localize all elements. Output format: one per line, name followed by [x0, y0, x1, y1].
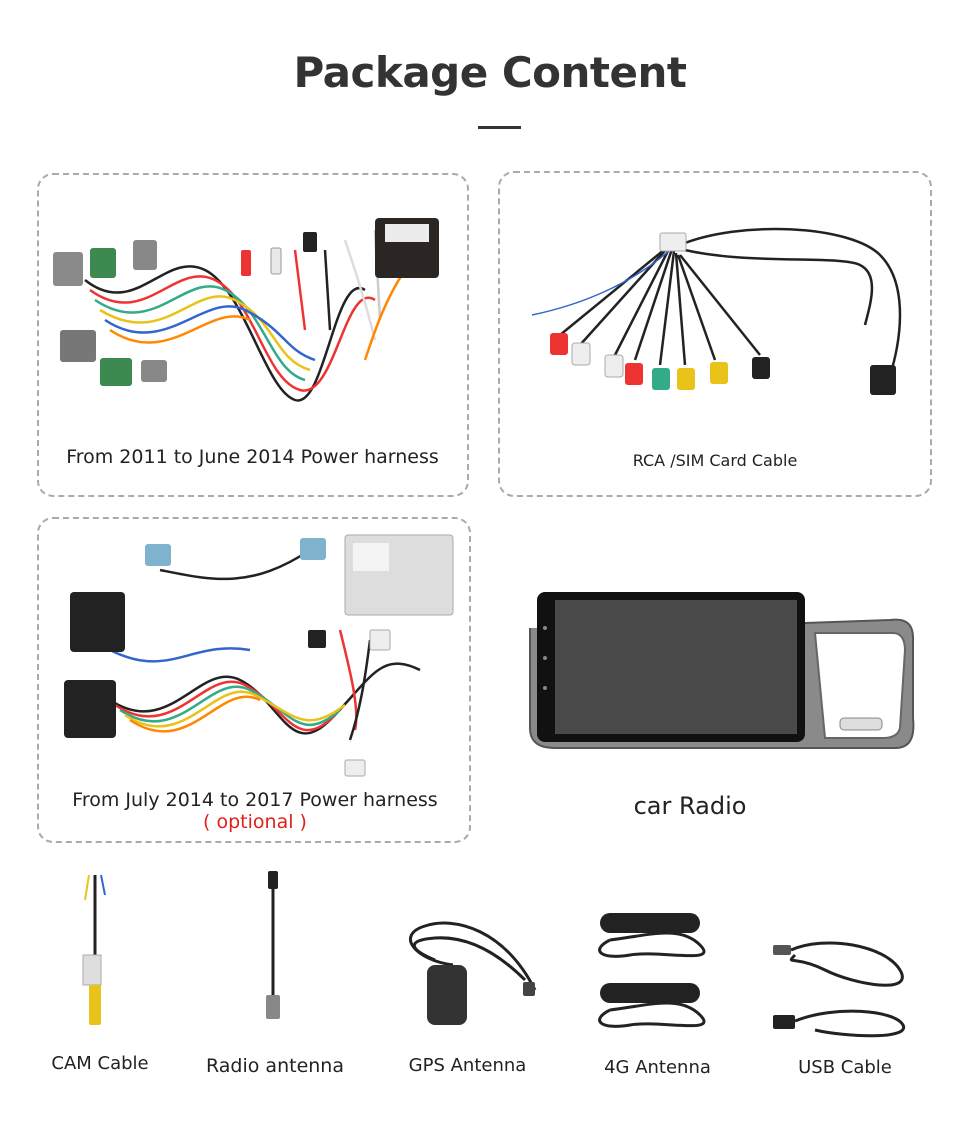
cam-cable-image: [82, 874, 106, 1025]
harness-2014-card: [37, 517, 471, 843]
harness-2014-image: [64, 534, 454, 777]
car-radio-caption: car Radio: [633, 792, 747, 820]
4g-antenna-image: [598, 913, 706, 1028]
gps-antenna-caption: GPS Antenna: [408, 1055, 527, 1076]
gps-antenna-image: [409, 921, 537, 1025]
car-radio-image: [529, 592, 915, 749]
cam-cable-caption: CAM Cable: [51, 1053, 149, 1074]
radio-antenna-image: [266, 871, 280, 1019]
harness-2014-caption: From July 2014 to 2017 Power harness: [72, 789, 438, 811]
rca-sim-card: [498, 171, 932, 497]
title-underline: [478, 126, 521, 129]
radio-antenna-caption: Radio antenna: [206, 1055, 344, 1077]
rca-sim-caption: RCA /SIM Card Cable: [632, 451, 798, 470]
rca-sim-cable-image: [531, 227, 902, 395]
harness-2011-card: [37, 173, 469, 497]
usb-cable-caption: USB Cable: [798, 1057, 892, 1078]
optional-note: ( optional ): [203, 811, 307, 833]
page-title: Package Content: [293, 48, 687, 97]
usb-cable-image: [773, 941, 905, 1038]
harness-2011-image: [53, 218, 439, 402]
harness-2011-caption: From 2011 to June 2014 Power harness: [66, 446, 439, 468]
4g-antenna-caption: 4G Antenna: [604, 1057, 711, 1078]
